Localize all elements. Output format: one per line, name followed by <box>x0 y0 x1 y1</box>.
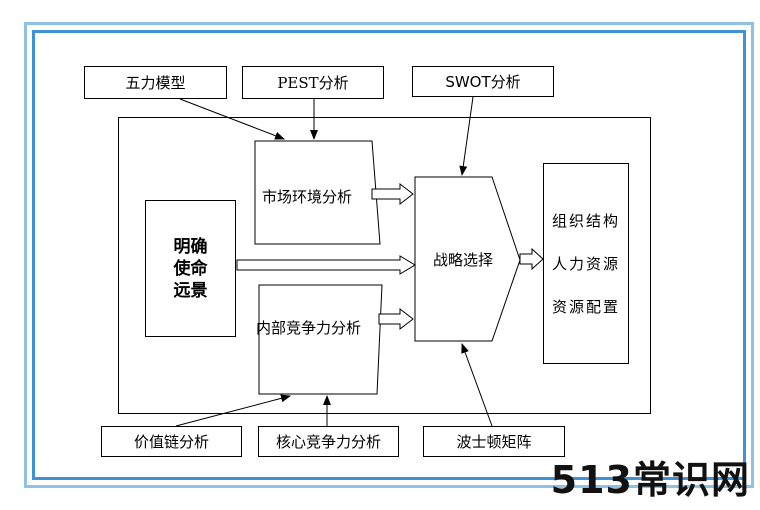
resource-alloc-label: 资源配置 <box>551 298 620 316</box>
org-structure-label: 组织结构 <box>551 212 620 230</box>
value-chain-connector <box>175 394 291 427</box>
swot-box: SWOT分析 <box>412 66 554 97</box>
market-env-shape <box>254 140 381 245</box>
strategy-label: 战略选择 <box>433 251 494 269</box>
five-forces-box: 五力模型 <box>84 66 227 99</box>
strategy-to-output-arrow <box>519 247 544 271</box>
internal-to-strategy-arrow <box>378 307 414 331</box>
mission-line-1: 明确 <box>173 236 208 257</box>
mission-line-2: 使命 <box>173 258 208 279</box>
mission-to-strategy-arrow <box>236 255 416 275</box>
strategy-shape <box>414 176 521 342</box>
internal-comp-shape <box>258 284 383 395</box>
pest-box: PEST分析 <box>242 66 384 99</box>
pest-label: PEST分析 <box>277 74 349 92</box>
bcg-label: 波士顿矩阵 <box>456 433 532 451</box>
market-env-label: 市场环境分析 <box>262 188 353 206</box>
bcg-matrix-box: 波士顿矩阵 <box>423 426 565 457</box>
five-forces-label: 五力模型 <box>125 74 186 92</box>
swot-label: SWOT分析 <box>445 73 521 91</box>
value-chain-label: 价值链分析 <box>133 433 209 451</box>
mission-line-3: 远景 <box>173 280 208 301</box>
internal-comp-label: 内部竞争力分析 <box>256 319 362 337</box>
five-forces-connector <box>179 98 285 140</box>
inner-frame <box>32 30 746 480</box>
site-watermark: 513常识网 <box>550 458 750 502</box>
core-comp-box: 核心竞争力分析 <box>258 426 399 457</box>
outputs-box: 组织结构 人力资源 资源配置 <box>543 163 629 364</box>
value-chain-box: 价值链分析 <box>101 426 242 457</box>
human-resources-label: 人力资源 <box>551 255 620 273</box>
swot-connector <box>459 96 474 176</box>
market-to-strategy-arrow <box>371 182 414 206</box>
mission-vision-box: 明确 使命 远景 <box>145 200 236 337</box>
bcg-connector <box>461 343 493 427</box>
core-comp-label: 核心竞争力分析 <box>275 433 381 451</box>
outer-frame <box>24 22 754 488</box>
